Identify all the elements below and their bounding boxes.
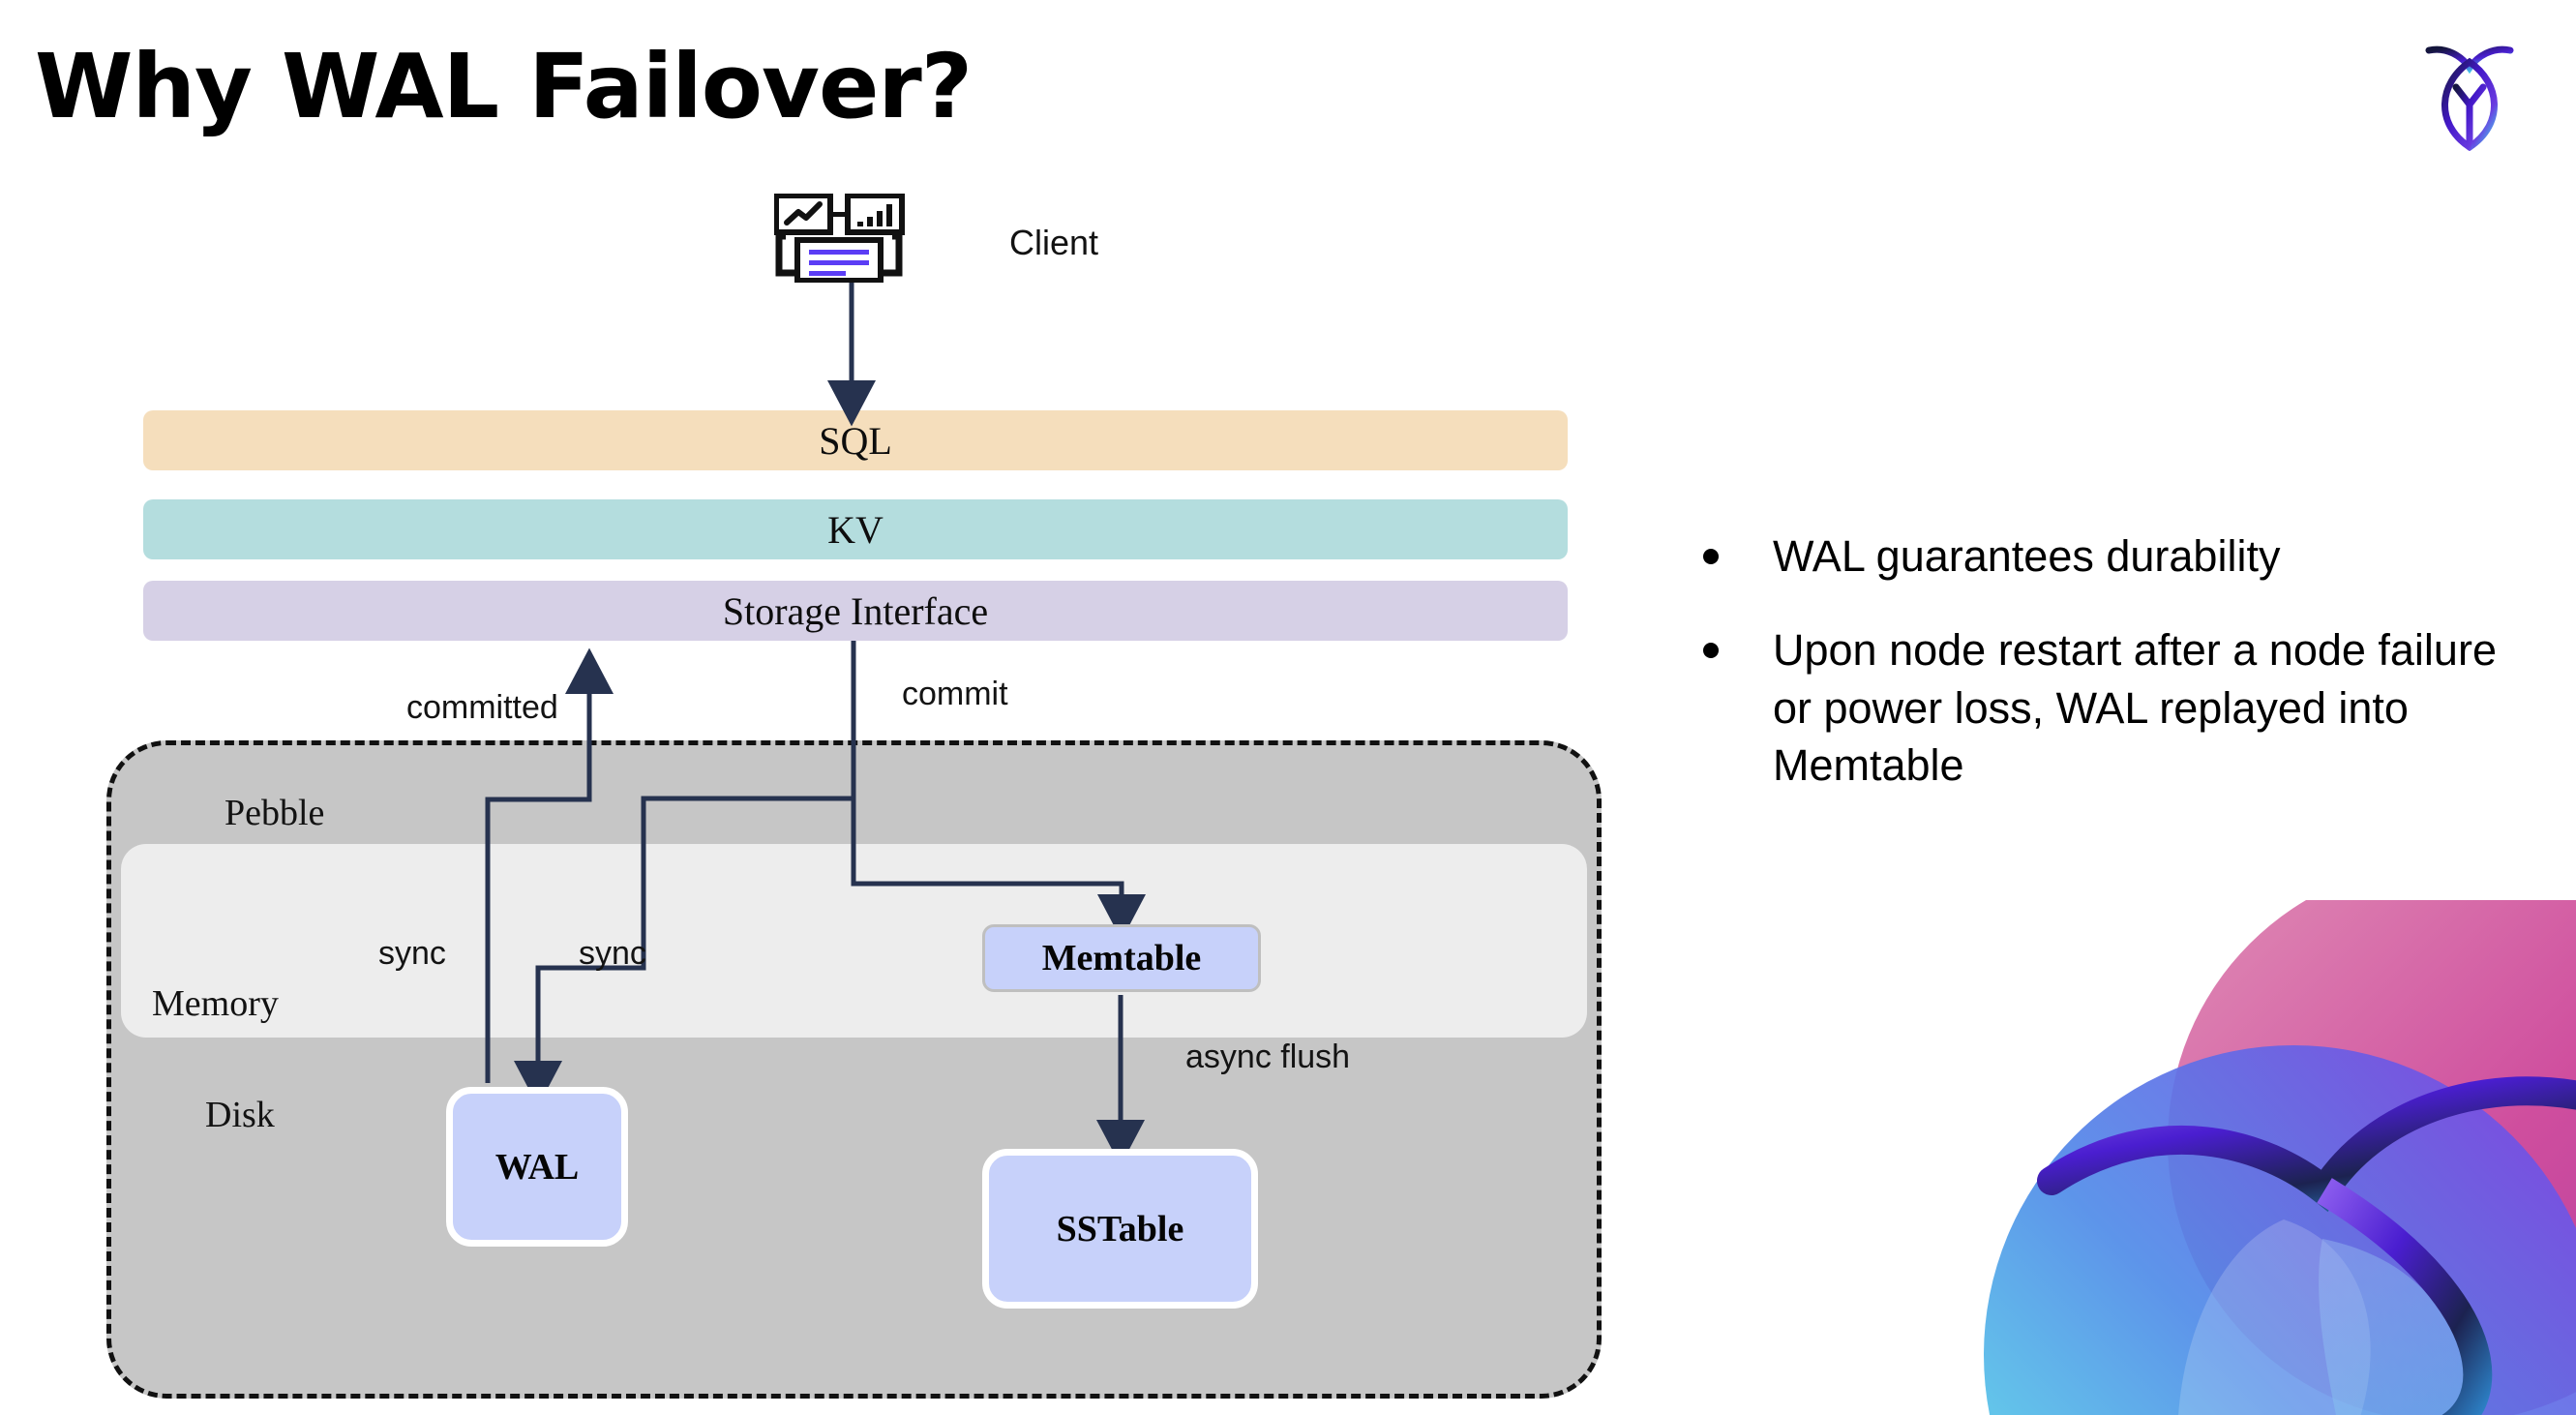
layer-bar-storage-interface: Storage Interface xyxy=(143,581,1568,641)
layer-label-sql: SQL xyxy=(819,418,892,463)
layer-label-kv: KV xyxy=(827,507,884,552)
layer-label-storage-interface: Storage Interface xyxy=(722,588,989,633)
edge-label-committed: committed xyxy=(406,689,558,726)
cockroachdb-watermark xyxy=(1935,861,2576,1415)
pebble-label: Pebble xyxy=(225,793,325,833)
bullet-dot-icon xyxy=(1703,549,1719,564)
cockroachdb-logo xyxy=(2417,35,2522,152)
node-label-wal: WAL xyxy=(494,1146,580,1188)
edge-label-sync-left: sync xyxy=(378,935,446,972)
node-label-memtable: Memtable xyxy=(1041,938,1202,978)
memory-region xyxy=(121,844,1587,1038)
memory-label: Memory xyxy=(152,983,279,1024)
edge-label-sync-right: sync xyxy=(579,935,646,972)
pebble-container xyxy=(106,740,1602,1399)
edge-label-commit: commit xyxy=(902,676,1008,712)
architecture-diagram: Client SQL KV Storage Interface Pebble M… xyxy=(106,193,1602,1399)
node-memtable: Memtable xyxy=(982,924,1261,992)
list-item: Upon node restart after a node failure o… xyxy=(1703,621,2535,794)
node-wal: WAL xyxy=(446,1087,628,1247)
client-dashboard-icon xyxy=(773,193,929,284)
page-title: Why WAL Failover? xyxy=(35,35,973,138)
disk-label: Disk xyxy=(205,1095,275,1135)
bullet-dot-icon xyxy=(1703,643,1719,659)
layer-bar-sql: SQL xyxy=(143,410,1568,470)
list-item: WAL guarantees durability xyxy=(1703,527,2535,585)
client-label: Client xyxy=(1009,223,1099,262)
node-label-sstable: SSTable xyxy=(1056,1208,1184,1249)
bullet-text: Upon node restart after a node failure o… xyxy=(1773,625,2497,791)
bullet-text: WAL guarantees durability xyxy=(1773,531,2281,581)
node-sstable: SSTable xyxy=(982,1149,1258,1309)
edge-label-async-flush: async flush xyxy=(1185,1039,1351,1075)
layer-bar-kv: KV xyxy=(143,499,1568,559)
bullet-list: WAL guarantees durability Upon node rest… xyxy=(1703,527,2535,831)
